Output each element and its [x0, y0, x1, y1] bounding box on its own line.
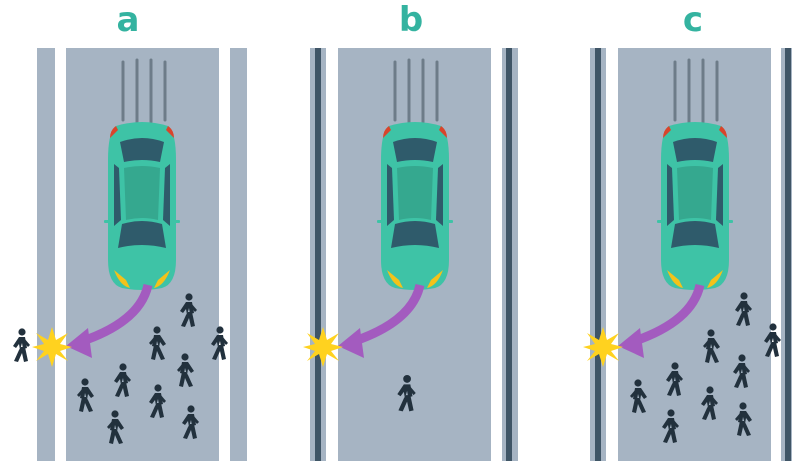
swerve-arrow-icon — [66, 283, 153, 358]
panel-label-b: b — [398, 0, 424, 40]
left-wall — [595, 48, 601, 461]
left-wall — [315, 48, 321, 461]
panel-label-c: c — [682, 0, 704, 40]
left-sidewalk — [37, 48, 55, 461]
pedestrian-icon — [13, 328, 30, 362]
speed-lines — [121, 58, 167, 124]
car-icon — [104, 122, 180, 290]
right-sidewalk — [230, 48, 247, 461]
impact-burst-icon — [583, 327, 623, 367]
car-icon — [657, 122, 733, 290]
panel-b — [303, 48, 518, 461]
right-wall — [785, 48, 791, 461]
swerve-arrow-icon — [618, 283, 705, 358]
panel-a — [13, 48, 247, 461]
speed-lines — [673, 58, 719, 124]
panel-c — [583, 48, 792, 461]
panel-label-a: a — [116, 0, 140, 40]
right-wall — [506, 48, 512, 461]
impact-burst-icon — [303, 327, 343, 367]
speed-lines — [393, 58, 439, 124]
swerve-arrow-icon — [338, 283, 425, 358]
car-icon — [377, 122, 453, 290]
